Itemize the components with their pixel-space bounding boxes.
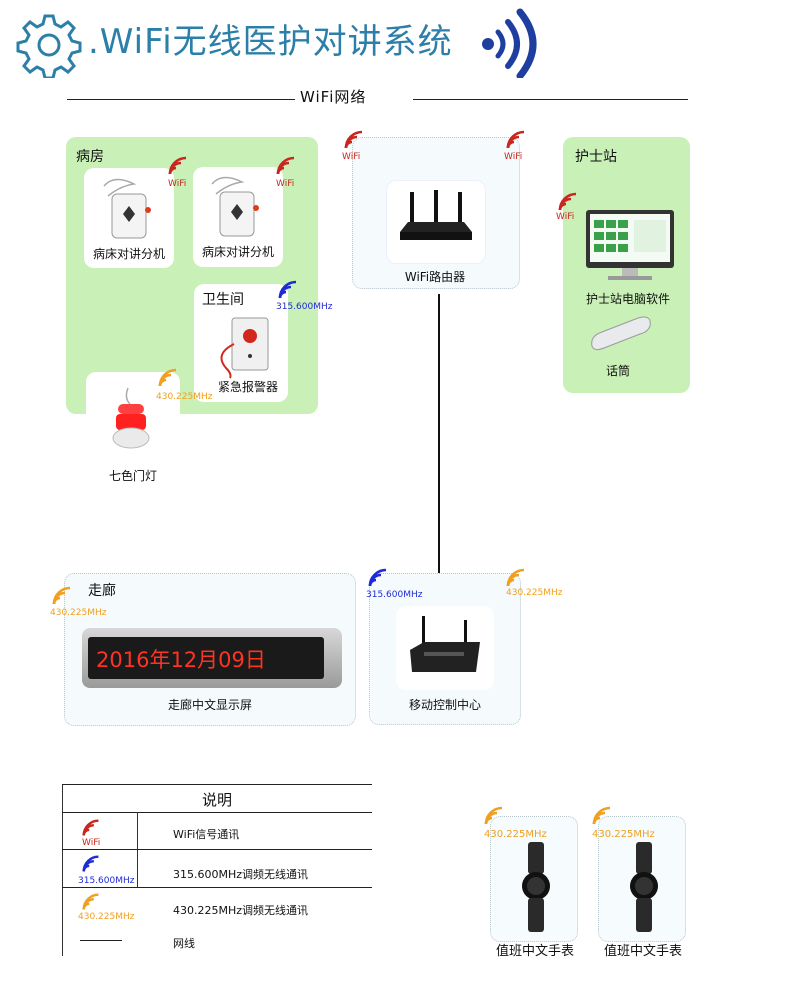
handset-label: 话筒 xyxy=(605,364,630,378)
emergency-alarm-label: 紧急报警器 xyxy=(217,380,278,394)
freq-430-label: 430.225MHz xyxy=(50,608,107,618)
wifi-router-image xyxy=(400,190,472,240)
control-center-image xyxy=(410,616,480,672)
freq-315-signal-icon xyxy=(368,568,387,587)
legend-row-text: 315.600MHz调频无线通讯 xyxy=(173,868,309,881)
control-center-label: 移动控制中心 xyxy=(408,698,481,712)
led-display-text: 2016年12月09日 xyxy=(96,648,266,672)
legend-line xyxy=(62,812,372,813)
legend-box xyxy=(62,784,373,956)
bathroom-title: 卫生间 xyxy=(202,292,244,308)
legend-cable-sample xyxy=(80,940,122,941)
network-label: WiFi网络 xyxy=(300,88,367,106)
wifi-signal-icon xyxy=(558,192,577,211)
legend-315-icon-label: 315.600MHz xyxy=(78,876,135,886)
freq-430-label: 430.225MHz xyxy=(484,829,547,840)
corridor-title: 走廊 xyxy=(88,583,116,599)
freq-430-label: 430.225MHz xyxy=(506,588,563,598)
door-light-label: 七色门灯 xyxy=(108,469,157,483)
wifi-signal-icon xyxy=(344,130,363,149)
freq-315-signal-icon xyxy=(278,280,297,299)
freq-430-signal-icon xyxy=(52,586,71,605)
router-label: WiFi路由器 xyxy=(404,270,466,284)
network-cable-line xyxy=(438,294,440,610)
wifi-label: WiFi xyxy=(168,179,187,189)
wristwatch-image xyxy=(630,842,658,932)
wifi-label: WiFi xyxy=(556,212,575,222)
page-title: .WiFi无线医护对讲系统 xyxy=(88,22,453,62)
legend-wifi-icon-label: WiFi xyxy=(82,838,101,848)
freq-430-label: 430.225MHz xyxy=(156,392,213,402)
ward-title: 病房 xyxy=(76,149,104,165)
legend-row-text: WiFi信号通讯 xyxy=(173,828,240,841)
divider-left xyxy=(67,99,295,100)
freq-430-signal-icon xyxy=(158,368,177,387)
nurse-station-title: 护士站 xyxy=(575,149,617,165)
wifi-label: WiFi xyxy=(342,152,361,162)
legend-title: 说明 xyxy=(201,791,232,809)
corridor-display-label: 走廊中文显示屏 xyxy=(167,698,252,712)
handset-image xyxy=(591,316,651,351)
watch-label: 值班中文手表 xyxy=(603,944,682,959)
nurse-software-label: 护士站电脑软件 xyxy=(585,292,670,306)
wifi-label: WiFi xyxy=(276,179,295,189)
wifi-label: WiFi xyxy=(504,152,523,162)
bed-intercom-image xyxy=(103,178,151,239)
legend-430-icon-label: 430.225MHz xyxy=(78,912,135,922)
emergency-alarm-image xyxy=(220,317,269,379)
legend-row-text: 430.225MHz调频无线通讯 xyxy=(173,904,309,917)
wifi-signal-icon xyxy=(168,156,187,175)
freq-430-label: 430.225MHz xyxy=(592,829,655,840)
wifi-signal-icon xyxy=(82,819,99,836)
door-light-image xyxy=(112,387,150,449)
freq-430-signal-icon xyxy=(592,806,611,825)
legend-top-line xyxy=(62,784,372,785)
gear-icon xyxy=(16,14,82,78)
legend-line xyxy=(62,887,372,888)
wifi-signal-icon xyxy=(276,156,295,175)
freq-315-label: 315.600MHz xyxy=(366,590,423,600)
led-display-screen xyxy=(88,637,324,679)
wifi-signal-icon xyxy=(506,130,525,149)
freq-315-signal-icon xyxy=(82,855,99,872)
bed-intercom-image xyxy=(211,176,259,237)
wristwatch-image xyxy=(522,842,550,932)
freq-430-signal-icon xyxy=(506,568,525,587)
legend-row-text: 网线 xyxy=(173,937,195,950)
freq-430-signal-icon xyxy=(82,893,99,910)
legend-line xyxy=(62,849,372,850)
watch-label: 值班中文手表 xyxy=(495,944,574,959)
divider-right xyxy=(413,99,688,100)
bed-unit-label: 病床对讲分机 xyxy=(201,245,274,259)
computer-monitor-image xyxy=(586,210,674,280)
bed-unit-label: 病床对讲分机 xyxy=(92,247,165,261)
freq-315-label: 315.600MHz xyxy=(276,302,333,312)
freq-430-signal-icon xyxy=(484,806,503,825)
wireless-signal-icon xyxy=(482,8,537,78)
